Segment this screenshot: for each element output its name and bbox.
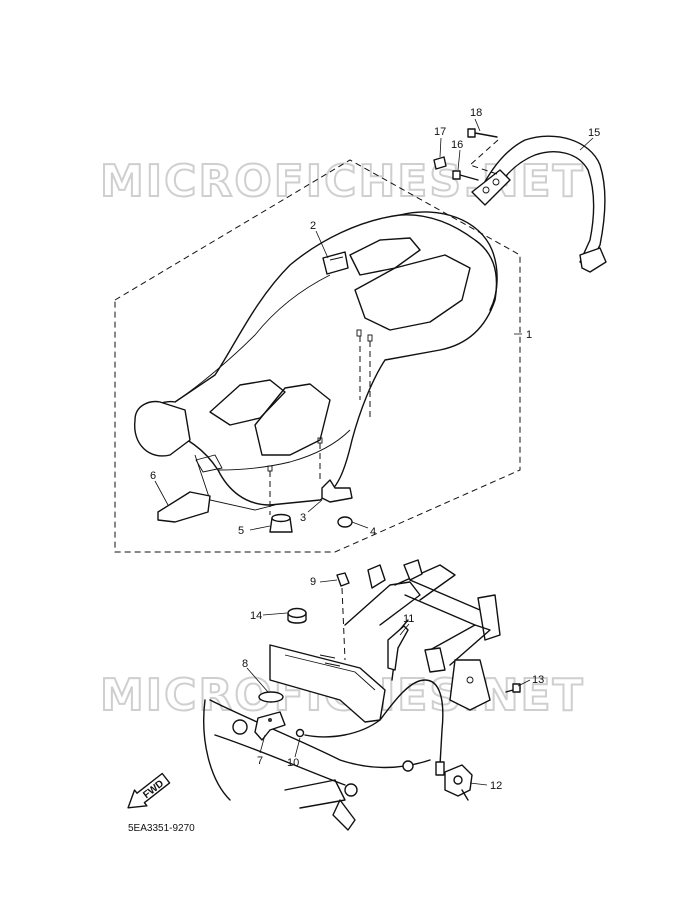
part-9-nut — [336, 572, 350, 661]
part-17-washer — [433, 156, 447, 170]
callout-15: 15 — [588, 127, 600, 139]
callout-17: 17 — [434, 126, 446, 138]
callout-13: 13 — [532, 674, 544, 686]
part-10-cable-end — [295, 728, 305, 738]
callout-6: 6 — [150, 470, 156, 482]
callout-12: 12 — [490, 780, 502, 792]
part-15-grab-bar — [471, 135, 607, 273]
fwd-arrow-icon: FWD — [127, 772, 171, 809]
callout-1: 1 — [526, 329, 532, 341]
part-11-hook — [387, 625, 409, 671]
callout-4: 4 — [370, 526, 376, 538]
part-5-damper — [269, 513, 293, 533]
callout-18: 18 — [470, 107, 482, 119]
callout-14: 14 — [250, 610, 262, 622]
seat-assembly-boundary — [114, 159, 521, 553]
part-13-bolt — [505, 683, 521, 693]
grab-bar-mount-line — [469, 139, 501, 176]
part-2-tab — [322, 251, 349, 275]
leader-lines — [154, 118, 594, 786]
part-16-bolt — [452, 170, 479, 181]
callout-9: 9 — [310, 576, 316, 588]
callout-10: 10 — [287, 757, 299, 769]
frame-drawing — [203, 559, 501, 831]
part-4-nut — [337, 516, 353, 528]
callout-3: 3 — [300, 512, 306, 524]
part-18-bolt — [467, 128, 498, 138]
callout-7: 7 — [257, 755, 263, 767]
callout-8: 8 — [242, 658, 248, 670]
callout-16: 16 — [451, 139, 463, 151]
part-14-damper — [287, 607, 307, 624]
part-6-strap — [157, 454, 223, 523]
callout-2: 2 — [310, 220, 316, 232]
part-3-bracket — [321, 479, 353, 503]
part-7-bracket — [254, 711, 286, 741]
callout-5: 5 — [238, 525, 244, 537]
part-8-grommet — [258, 691, 284, 703]
seat-drawing — [134, 211, 498, 515]
drawing-code: 5EA3351-9270 — [128, 823, 195, 834]
callout-11: 11 — [403, 613, 414, 625]
part-12-lock — [444, 764, 473, 801]
